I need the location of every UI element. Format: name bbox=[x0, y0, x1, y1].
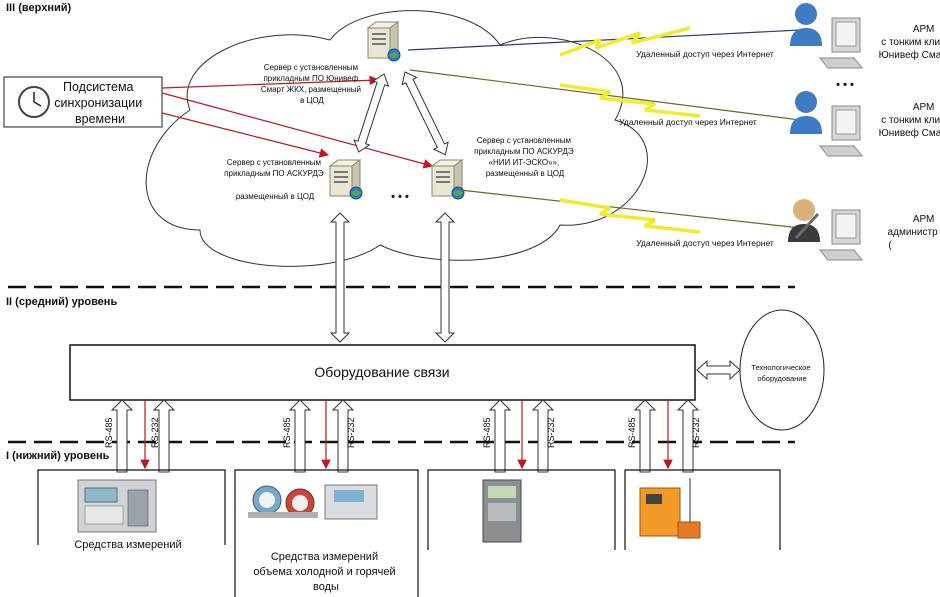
data-center-cloud bbox=[145, 10, 648, 267]
device-1-rs485-label: RS-485 bbox=[104, 417, 114, 448]
level-lower-label: I (нижний) уровень bbox=[6, 450, 110, 462]
time-sync-arrow-1 bbox=[161, 75, 380, 89]
device-4-rs232-label: RS-232 bbox=[691, 417, 701, 448]
workstation-2-label: АРМ с тонким кли Юнивеф Сма bbox=[879, 102, 940, 139]
time-sync-arrow-2 bbox=[161, 112, 330, 158]
workstation-3-computer-icon bbox=[819, 209, 863, 261]
workstation-3-label: АРМ администр ( bbox=[888, 214, 940, 251]
comm-to-tech-arrow bbox=[696, 359, 741, 381]
lightning-3 bbox=[559, 198, 701, 234]
electricity-meter-icon bbox=[482, 479, 522, 543]
device-2-rs485-label: RS-485 bbox=[282, 417, 292, 448]
workstation-ellipsis: • • • bbox=[836, 79, 854, 91]
workstation-2-computer-icon bbox=[819, 105, 863, 157]
control-panel-device-icon bbox=[77, 479, 157, 533]
comm-equipment-box bbox=[69, 344, 696, 401]
device-3-rs232-label: RS-232 bbox=[546, 417, 556, 448]
device-2-links bbox=[288, 399, 355, 473]
server-left-icon bbox=[329, 159, 363, 200]
server-unicef-icon bbox=[367, 21, 401, 62]
device-2-box bbox=[234, 469, 419, 597]
workstation-1-user-icon bbox=[790, 3, 822, 46]
time-sync-label: Подсистема синхронизации времени bbox=[54, 80, 145, 126]
remote-access-line-1 bbox=[407, 29, 801, 51]
comm-equipment-label: Оборудование связи bbox=[314, 364, 449, 380]
level-middle-label: II (средний) уровень bbox=[6, 296, 118, 308]
device-1-rs232-label: RS-232 bbox=[150, 417, 160, 448]
device-1-links bbox=[110, 399, 176, 473]
remote-access-label-2: Удаленный доступ через Интернет bbox=[619, 117, 757, 127]
server-askurde-icon bbox=[431, 159, 465, 200]
tech-equipment-label: Технологическое оборудование bbox=[751, 363, 812, 383]
remote-access-label-3: Удаленный доступ через Интернет bbox=[636, 238, 774, 248]
workstation-3-admin-icon bbox=[788, 199, 820, 242]
server-left-to-comm-arrow bbox=[329, 212, 351, 343]
servers-ellipsis: • • • bbox=[391, 191, 409, 203]
remote-access-label-1: Удаленный доступ через Интернет bbox=[636, 49, 774, 59]
server-unicef-label: Сервер с установленным прикладным ПО Юни… bbox=[261, 63, 363, 105]
workstation-2-user-icon bbox=[790, 91, 822, 134]
server-left-label: Сервер с установленным прикладным ПО АСК… bbox=[224, 158, 326, 201]
lightning-2 bbox=[559, 83, 701, 118]
device-1-caption: Средства измерений bbox=[74, 539, 181, 551]
device-3-box bbox=[427, 469, 616, 550]
orange-controller-icon bbox=[639, 478, 701, 539]
device-2-rs232-label: RS-232 bbox=[346, 417, 356, 448]
time-sync-arrow-3 bbox=[161, 92, 434, 169]
device-3-links bbox=[488, 399, 555, 473]
workstation-1-computer-icon bbox=[819, 17, 863, 69]
lightning-1 bbox=[559, 26, 691, 57]
server-link-left bbox=[353, 73, 390, 153]
device-2-caption: Средства измерений объема холодной и гор… bbox=[253, 551, 398, 593]
level-upper-label: III (верхний) bbox=[6, 2, 72, 14]
device-3-rs485-label: RS-485 bbox=[482, 417, 492, 448]
workstation-1-label: АРМ с тонким кли Юнивеф Сма bbox=[879, 24, 940, 61]
device-4-links bbox=[633, 399, 700, 473]
water-meter-icon bbox=[248, 484, 378, 520]
clock-icon bbox=[18, 86, 50, 118]
server-askurde-label: Сервер с установленным прикладным ПО АСК… bbox=[474, 136, 576, 178]
device-4-rs485-label: RS-485 bbox=[627, 417, 637, 448]
server-askurde-to-comm-arrow bbox=[434, 212, 456, 343]
device-1-box bbox=[37, 469, 226, 545]
remote-access-line-3 bbox=[459, 189, 801, 229]
device-4-box bbox=[624, 469, 781, 550]
server-link-right bbox=[401, 71, 449, 156]
